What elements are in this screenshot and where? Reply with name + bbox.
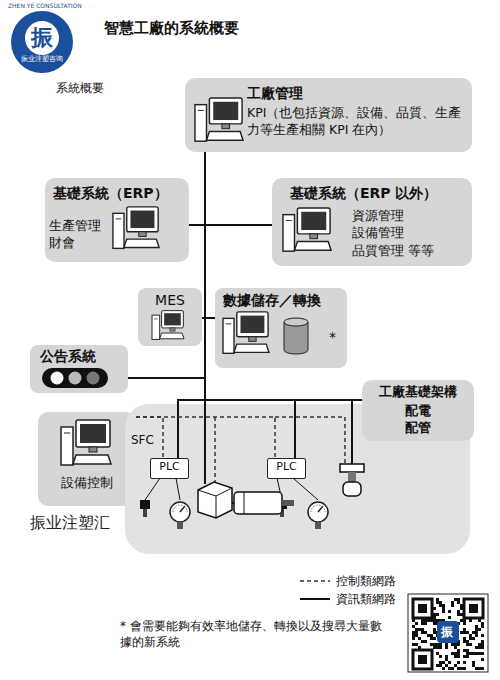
node-heading: 基礎系統（ERP 以外） (290, 184, 437, 203)
control-link (136, 417, 163, 458)
info-link (205, 152, 215, 318)
node-heading: PLC (268, 460, 305, 475)
logo-name-holder: 振业注塑咨询 (21, 55, 63, 64)
node-heading: PLC (151, 460, 188, 475)
node-heading: MES (138, 291, 202, 310)
logo-ring-text: ZHEN YE CONSULTATION (8, 2, 82, 10)
section-label: 系統概要 (56, 80, 104, 96)
logo-mark: 振 (31, 23, 53, 53)
node-body: 生產管理 財會 (49, 217, 109, 252)
node-body: * (329, 328, 336, 347)
logo-ring-text-holder: ZHEN YE CONSULTATION (8, 2, 82, 10)
info-link (205, 152, 272, 225)
watermark-holder: 振业注塑汇 (30, 512, 110, 534)
node-body: 配電 配管 (398, 402, 438, 437)
data-box: 數據儲存／轉換 * (215, 288, 347, 368)
info-link (205, 152, 362, 400)
watermark: 振业注塑汇 (30, 512, 110, 534)
logo-name: 振业注塑咨询 (21, 55, 63, 64)
node-heading: 數據儲存／轉換 (223, 291, 321, 310)
info-link (189, 152, 205, 225)
plc-box: PLC (150, 458, 189, 479)
node-body: KPI（也包括資源、設備、品質、生產力等生產相關 KPI 在內） (247, 105, 463, 139)
logo-mark-holder: 振 (31, 23, 53, 53)
legend-holder: 資訊類網路 (336, 591, 396, 607)
info-link (128, 152, 205, 378)
node-heading: 工廠基礎架構 (362, 383, 474, 401)
node-heading: 公告系統 (40, 347, 96, 366)
legend-holder: 控制類網路 (336, 573, 396, 589)
info-link (178, 152, 205, 458)
qr-logo-holder: 振 (441, 624, 453, 640)
qr-logo: 振 (441, 624, 453, 640)
legend-text: 控制類網路 (336, 573, 396, 589)
node-heading: 工廠管理 (247, 84, 303, 103)
title-holder: 智慧工廠的系統概要 (104, 18, 239, 38)
node-heading: SFC (131, 432, 154, 448)
title-text: 智慧工廠的系統概要 (104, 18, 239, 38)
footnote-holder: * 會需要能夠有效率地儲存、轉換以及搜尋大量數據的新系統 (120, 618, 390, 650)
node-heading: 設備控制 (38, 474, 136, 492)
node-heading: 基礎系統（ERP） (53, 184, 168, 203)
legend-text: 資訊類網路 (336, 591, 396, 607)
infra-box: 工廠基礎架構配電 配管 (362, 380, 474, 441)
info-link (205, 152, 295, 458)
section-label-holder: 系統概要 (56, 80, 104, 96)
node-body: 資源管理 設備管理 品質管理 等等 (352, 207, 444, 260)
control-link (136, 417, 275, 458)
footnote: * 會需要能夠有效率地儲存、轉換以及搜尋大量數據的新系統 (120, 618, 390, 650)
plc-box: PLC (267, 458, 306, 479)
